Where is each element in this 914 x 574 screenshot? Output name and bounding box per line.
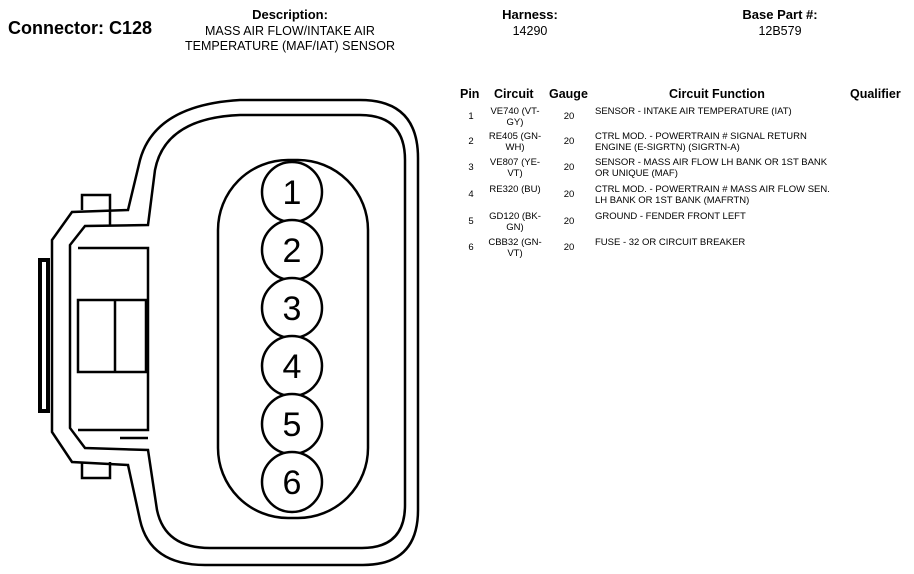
circuit-line-2: VT) [507,247,523,259]
function-cell: FUSE - 32 OR CIRCUIT BREAKER [595,237,855,249]
base-part-value: 12B579 [758,24,802,38]
circuit-line-1: GD120 (BK- [489,211,541,222]
pin-number-text: 4 [468,189,474,200]
pin-5-label: 5 [283,406,302,444]
function-line-2: LH BANK OR 1ST BANK (MAFRTN) [595,194,750,206]
base-part-label: Base Part #: [742,7,818,22]
description-line-2: TEMPERATURE (MAF/IAT) SENSOR [185,39,395,53]
description-label: Description: [252,7,328,22]
function-line-2: ENGINE (E-SIGRTN) (SIGRTN-A) [595,141,740,153]
pin-cavity [216,158,370,520]
gauge-text: 20 [563,189,575,200]
latch-inner [76,298,148,374]
pin-number: 5 [461,216,481,228]
pin-6-label: 6 [283,464,302,502]
circuit-cell: CBB32 (GN-VT) [485,237,545,259]
latch-outer [78,246,150,432]
col-header-qualifier: Qualifier [850,87,901,101]
harness-value: 14290 [512,24,548,38]
function-cell: CTRL MOD. - POWERTRAIN # MASS AIR FLOW S… [595,184,855,206]
pin-1-label: 1 [283,174,302,212]
pin-group: 1 2 3 4 5 6 [260,160,324,514]
circuit-line-2: VT) [507,167,523,179]
gauge-cell: 20 [554,216,584,228]
pin-number-text: 6 [468,242,474,253]
gauge-cell: 20 [554,242,584,254]
pin-number: 1 [461,111,481,123]
base-part-block: Base Part #: 12B579 [720,7,840,39]
harness-label: Harness: [502,7,558,22]
pin-4-label: 4 [283,348,302,386]
circuit-line-2: GY) [506,116,524,128]
circuit-line-2: GN) [506,221,524,233]
gauge-text: 20 [563,162,575,173]
gauge-text: 20 [563,242,575,253]
gauge-text: 20 [563,216,575,227]
pin-number-text: 5 [468,216,474,227]
gauge-cell: 20 [554,111,584,123]
pin-number-text: 3 [468,162,474,173]
gauge-cell: 20 [554,162,584,174]
function-line-1: SENSOR - MASS AIR FLOW LH BANK OR 1ST BA… [595,157,828,168]
connector-title: Connector: C128 [8,18,153,38]
gauge-text: 20 [563,111,575,122]
harness-block: Harness: 14290 [470,7,590,39]
circuit-line-1: VE740 (VT- [490,106,540,117]
circuit-cell: RE320 (BU) [485,184,545,196]
function-line-1: GROUND - FENDER FRONT LEFT [595,211,746,222]
housing-outer [50,98,420,567]
circuit-cell: RE405 (GN-WH) [485,131,545,153]
pin-6-circle [260,450,324,514]
function-line-1: CTRL MOD. - POWERTRAIN # SIGNAL RETURN [595,131,807,142]
col-header-circuit: Circuit [494,87,534,101]
pin-number-text: 2 [468,136,474,147]
circuit-line-1: RE405 (GN- [488,131,542,142]
pin-number: 3 [461,162,481,174]
pin-number-text: 1 [468,111,474,122]
function-line-2: OR UNIQUE (MAF) [595,167,678,179]
function-cell: SENSOR - MASS AIR FLOW LH BANK OR 1ST BA… [595,157,855,179]
col-header-function: Circuit Function [669,87,765,101]
circuit-line-1: VE807 (YE- [489,157,541,168]
gauge-cell: 20 [554,189,584,201]
col-header-pin: Pin [460,87,480,101]
housing-inner [68,113,407,550]
function-cell: SENSOR - INTAKE AIR TEMPERATURE (IAT) [595,106,855,118]
pin-number: 2 [461,136,481,148]
function-line-1: SENSOR - INTAKE AIR TEMPERATURE (IAT) [595,106,792,117]
pin-3-label: 3 [283,290,302,328]
description-block: Description: MASS AIR FLOW/INTAKE AIR TE… [160,7,420,54]
circuit-cell: GD120 (BK-GN) [485,211,545,233]
col-header-gauge: Gauge [549,87,588,101]
function-cell: GROUND - FENDER FRONT LEFT [595,211,855,223]
gauge-text: 20 [563,136,575,147]
gauge-cell: 20 [554,136,584,148]
pin-2-label: 2 [283,232,302,270]
circuit-line-1: RE320 (BU) [489,184,541,195]
function-line-1: CTRL MOD. - POWERTRAIN # MASS AIR FLOW S… [595,184,830,195]
pin-number: 6 [461,242,481,254]
function-line-1: FUSE - 32 OR CIRCUIT BREAKER [595,237,746,248]
circuit-cell: VE807 (YE-VT) [485,157,545,179]
pin-number: 4 [461,189,481,201]
circuit-cell: VE740 (VT-GY) [485,106,545,128]
circuit-line-2: WH) [505,141,525,153]
circuit-line-1: CBB32 (GN- [488,237,542,248]
description-line-1: MASS AIR FLOW/INTAKE AIR [205,24,375,38]
